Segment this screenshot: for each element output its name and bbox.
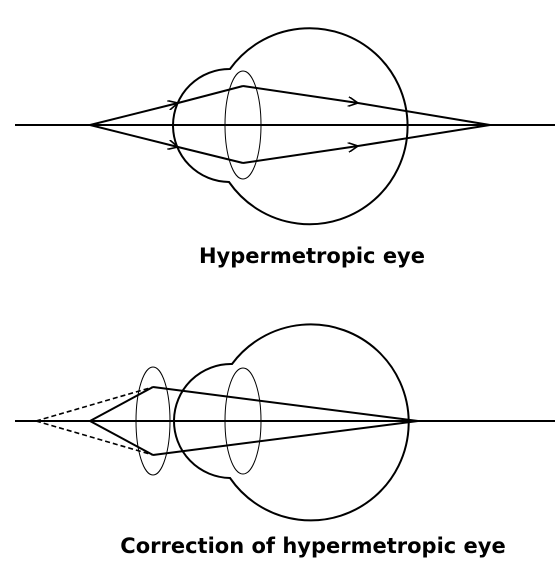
virtual-ray-upper [35,386,154,422]
eyeball-outline [172,27,409,226]
figure-caption-hypermetropic: Hypermetropic eye [198,244,425,268]
eyeball-outline [173,323,410,522]
virtual-ray-lower [35,420,154,456]
eye-lens [224,70,262,180]
corrected-eye-figure [15,323,555,522]
convex-corrective-lens [135,366,171,476]
eye-lens [224,367,262,475]
incident-ray-lower [89,124,178,147]
incident-ray-upper [89,103,178,126]
incident-ray-upper [89,386,154,422]
refracted-ray-lower [242,146,358,164]
hypermetropic-eye-figure [15,27,555,226]
incident-ray-upper-cont [177,85,244,104]
refracted-ray-upper [152,386,419,422]
figure-caption-correction: Correction of hypermetropic eye [120,534,506,558]
incident-ray-lower-cont [177,146,244,164]
refracted-ray-lower [152,420,419,456]
refracted-ray-upper-cont [357,102,491,126]
refracted-ray-lower-cont [357,124,491,147]
refracted-ray-upper [242,85,358,103]
incident-ray-lower [89,420,154,456]
